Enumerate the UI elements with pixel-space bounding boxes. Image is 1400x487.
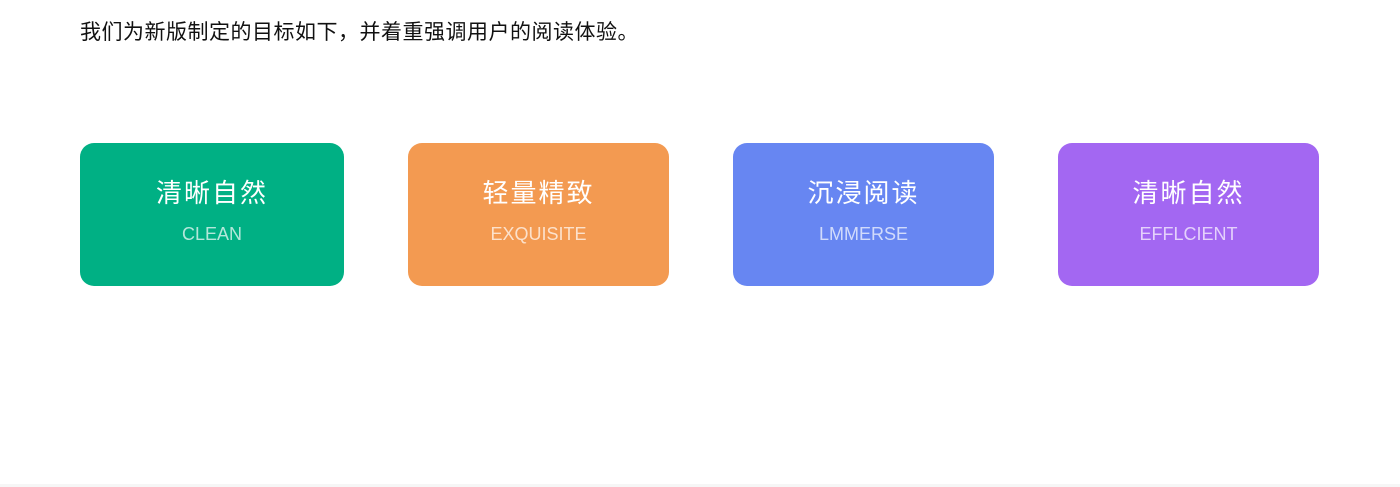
goal-card-immerse: 沉浸阅读 LMMERSE [733,143,994,286]
card-subtitle: CLEAN [181,224,243,244]
goal-card-efficient: 清晰自然 EFFLCIENT [1058,143,1319,286]
card-title: 清晰自然 [155,179,268,209]
card-subtitle: EXQUISITE [490,224,587,244]
card-title: 清晰自然 [1132,179,1245,209]
card-title: 沉浸阅读 [807,179,920,209]
card-subtitle: EFFLCIENT [1139,224,1238,244]
card-subtitle: LMMERSE [818,224,908,244]
goal-card-clean: 清晰自然 CLEAN [80,143,344,286]
bottom-divider [0,484,1400,487]
card-title: 轻量精致 [482,179,595,209]
intro-paragraph: 我们为新版制定的目标如下，并着重强调用户的阅读体验。 [80,20,639,44]
goal-card-exquisite: 轻量精致 EXQUISITE [408,143,669,286]
